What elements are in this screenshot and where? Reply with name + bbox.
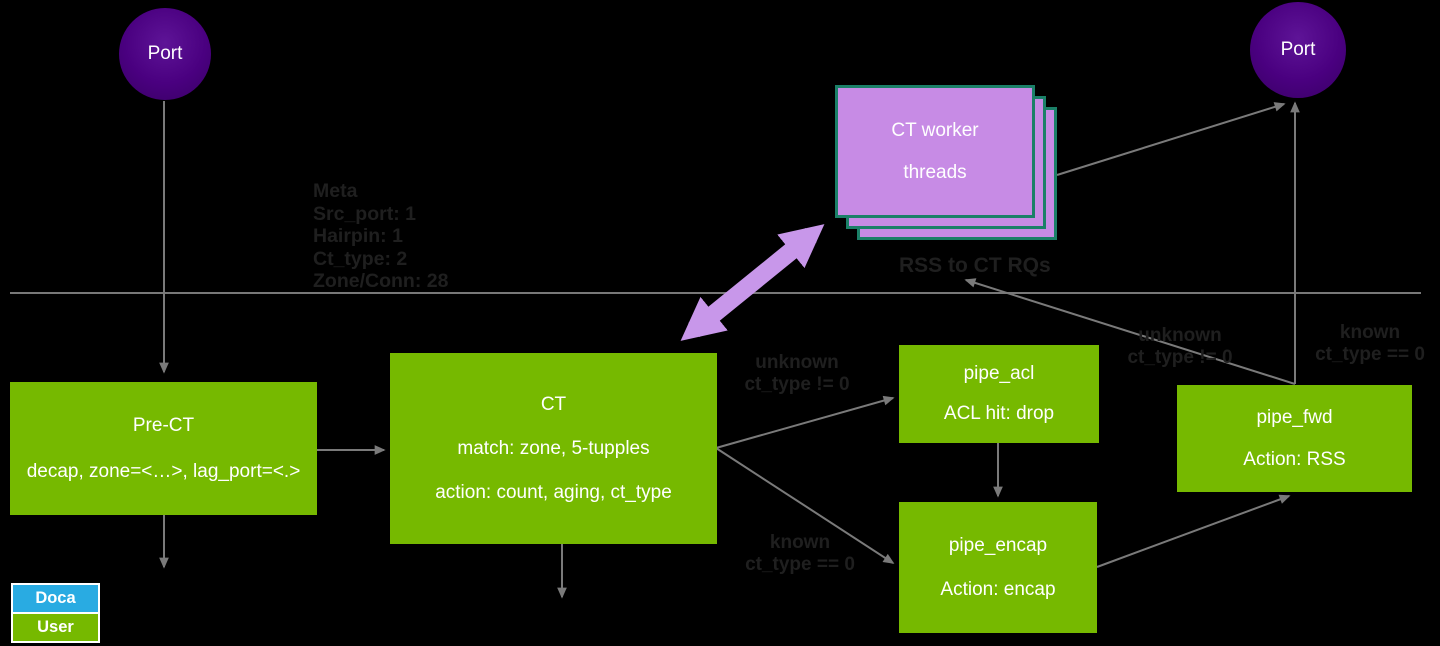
ct-title: CT bbox=[540, 393, 567, 415]
pipe-fwd-title: pipe_fwd bbox=[1256, 406, 1333, 428]
label-unknown-fwd-rss: unknown ct_type != 0 bbox=[1110, 325, 1250, 369]
legend-item-user: User bbox=[13, 614, 98, 641]
label-line: unknown bbox=[1138, 325, 1222, 346]
pipe-acl-title: pipe_acl bbox=[963, 363, 1035, 384]
label-line: ct_type != 0 bbox=[744, 374, 850, 395]
double-arrow-ct-workers bbox=[680, 224, 825, 341]
pipe-acl-detail: ACL hit: drop bbox=[943, 403, 1055, 424]
port-right: Port bbox=[1250, 2, 1346, 98]
pipe-encap-title: pipe_encap bbox=[948, 534, 1048, 556]
port-left: Port bbox=[119, 8, 211, 100]
rss-to-ct-rqs-label: RSS to CT RQs bbox=[899, 254, 1051, 277]
meta-line-cttype: Ct_type: 2 bbox=[313, 247, 408, 270]
pipe-fwd-detail: Action: RSS bbox=[1243, 448, 1346, 470]
arrow-ct-to-pipeacl bbox=[715, 395, 895, 449]
arrow-pipeencap-to-pipefwd bbox=[1096, 494, 1291, 568]
label-unknown-ct-acl: unknown ct_type != 0 bbox=[727, 352, 867, 396]
pre-ct-detail: decap, zone=<…>, lag_port=<.> bbox=[26, 460, 301, 482]
port-right-label: Port bbox=[1280, 39, 1316, 60]
meta-line-hairpin: Hairpin: 1 bbox=[313, 225, 403, 247]
meta-line-zoneconn: Zone/Conn: 28 bbox=[313, 270, 449, 292]
label-line: known bbox=[1339, 322, 1401, 343]
node-pipe-encap: pipe_encap Action: encap bbox=[899, 502, 1097, 633]
label-line: unknown bbox=[755, 352, 839, 373]
ct-worker-card-front: CT worker threads bbox=[835, 85, 1035, 218]
node-ct: CT match: zone, 5-tupples action: count,… bbox=[390, 353, 717, 544]
node-pre-ct: Pre-CT decap, zone=<…>, lag_port=<.> bbox=[10, 382, 317, 515]
legend: Doca User bbox=[11, 583, 100, 643]
label-line: ct_type == 0 bbox=[745, 554, 855, 575]
label-line: ct_type == 0 bbox=[1315, 344, 1425, 365]
ct-action: action: count, aging, ct_type bbox=[435, 481, 672, 503]
legend-doca-label: Doca bbox=[35, 589, 76, 607]
legend-item-doca: Doca bbox=[13, 585, 98, 612]
node-pipe-fwd: pipe_fwd Action: RSS bbox=[1177, 385, 1412, 492]
meta-title: Meta bbox=[313, 180, 358, 202]
label-known-fwd-port: known ct_type == 0 bbox=[1300, 322, 1440, 366]
label-line: known bbox=[769, 532, 831, 553]
pre-ct-title: Pre-CT bbox=[132, 414, 195, 436]
ct-worker-line2: threads bbox=[903, 161, 967, 183]
legend-user-label: User bbox=[37, 618, 74, 636]
label-line: ct_type != 0 bbox=[1127, 347, 1233, 368]
ct-match: match: zone, 5-tupples bbox=[457, 437, 650, 459]
arrow-workers-to-portright bbox=[1056, 102, 1286, 176]
ct-worker-line1: CT worker bbox=[891, 119, 979, 141]
meta-line-srcport: Src_port: 1 bbox=[313, 202, 416, 225]
port-left-label: Port bbox=[147, 43, 183, 64]
pipe-encap-detail: Action: encap bbox=[940, 578, 1056, 600]
label-known-ct-encap: known ct_type == 0 bbox=[730, 532, 870, 576]
node-pipe-acl: pipe_acl ACL hit: drop bbox=[899, 345, 1099, 443]
meta-annotation: Meta Src_port: 1 Hairpin: 1 Ct_type: 2 Z… bbox=[313, 180, 448, 293]
